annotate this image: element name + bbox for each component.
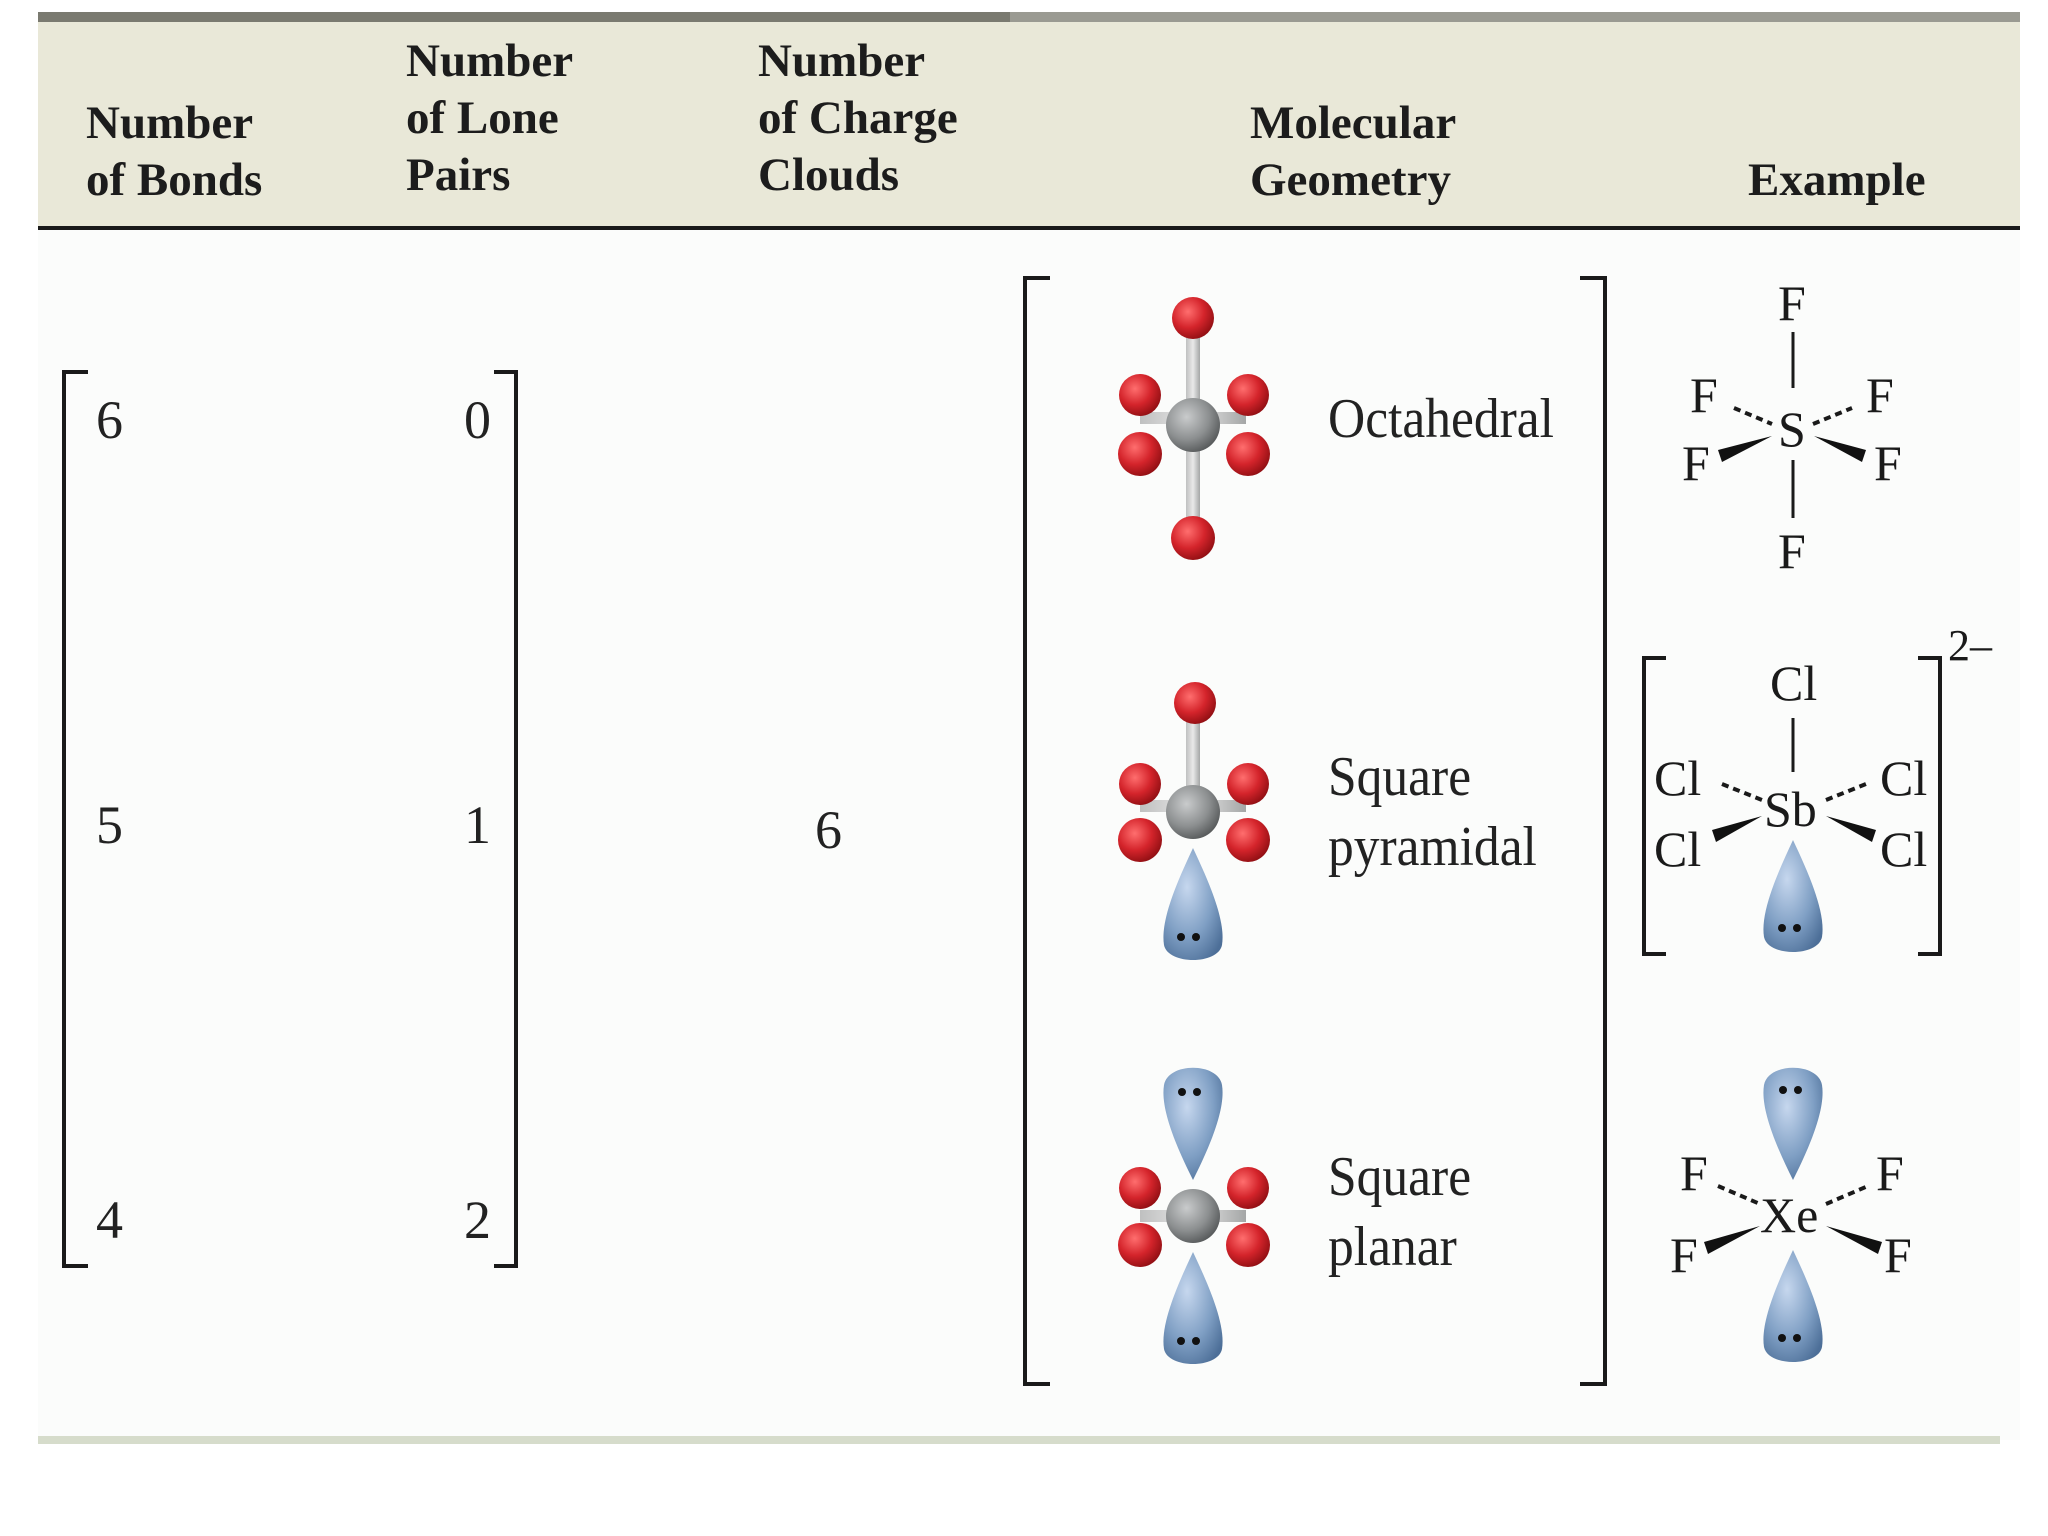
square-pyramidal-model <box>1118 682 1270 960</box>
sbcl5-cl-lower-right: Cl <box>1880 821 1927 877</box>
table-header <box>38 22 2020 228</box>
sf6-f-lower-left: F <box>1682 435 1710 491</box>
sbcl5-cl-upper-left: Cl <box>1654 750 1701 806</box>
square-planar-model <box>1118 1067 1270 1364</box>
sf6-f-lower-right: F <box>1874 435 1902 491</box>
geometry-octahedral: Octahedral <box>1328 388 1554 450</box>
table-body <box>38 230 2020 1440</box>
row-3-bonds: 4 <box>96 1190 123 1250</box>
xef4-f-upper-right: F <box>1876 1145 1904 1201</box>
charge-clouds-value: 6 <box>815 800 842 860</box>
header-molecular-geometry: Molecular Geometry <box>1250 97 1457 206</box>
row-2-bonds: 5 <box>96 795 123 855</box>
header-divider <box>38 226 2020 230</box>
geometry-square-planar: Square planar <box>1328 1146 1472 1278</box>
sf6-center-s: S <box>1778 401 1806 457</box>
sf6-f-upper-right: F <box>1866 367 1894 423</box>
header-number-of-charge-clouds: Number of Charge Clouds <box>758 35 958 201</box>
row-3-lone-pairs: 2 <box>464 1190 491 1250</box>
bracket-geometry <box>1023 276 1607 1386</box>
sbcl5-cl-lower-left: Cl <box>1654 821 1701 877</box>
header-number-of-lone-pairs: Number of Lone Pairs <box>406 35 574 201</box>
sbcl5-charge: 2– <box>1948 621 1993 670</box>
sf6-f-upper-left: F <box>1690 367 1718 423</box>
octahedral-model <box>1118 297 1270 560</box>
example-sbcl5: 2– Cl Cl Cl Sb Cl Cl <box>1642 621 1993 956</box>
sf6-f-bottom: F <box>1778 523 1806 579</box>
xef4-f-lower-right: F <box>1884 1227 1912 1283</box>
bottom-border <box>38 1436 2000 1444</box>
bracket-bonds-lonepairs <box>62 370 518 1268</box>
sbcl5-cl-upper-right: Cl <box>1880 750 1927 806</box>
row-1-bonds: 6 <box>96 390 123 450</box>
geometry-square-pyramidal: Square pyramidal <box>1328 746 1537 878</box>
xef4-f-lower-left: F <box>1670 1227 1698 1283</box>
example-xef4: F F Xe F F <box>1670 1067 1912 1362</box>
row-1-lone-pairs: 0 <box>464 390 491 450</box>
sf6-f-top: F <box>1778 275 1806 331</box>
xef4-center-xe: Xe <box>1760 1187 1818 1243</box>
xef4-f-upper-left: F <box>1680 1145 1708 1201</box>
sbcl5-center-sb: Sb <box>1764 781 1817 837</box>
header-number-of-bonds: Number of Bonds <box>86 97 263 206</box>
sbcl5-cl-top: Cl <box>1770 655 1817 711</box>
top-border-light <box>1010 12 2020 22</box>
example-sf6: F F F S F F F <box>1682 275 1902 579</box>
header-example: Example <box>1748 154 1926 206</box>
row-2-lone-pairs: 1 <box>464 795 491 855</box>
